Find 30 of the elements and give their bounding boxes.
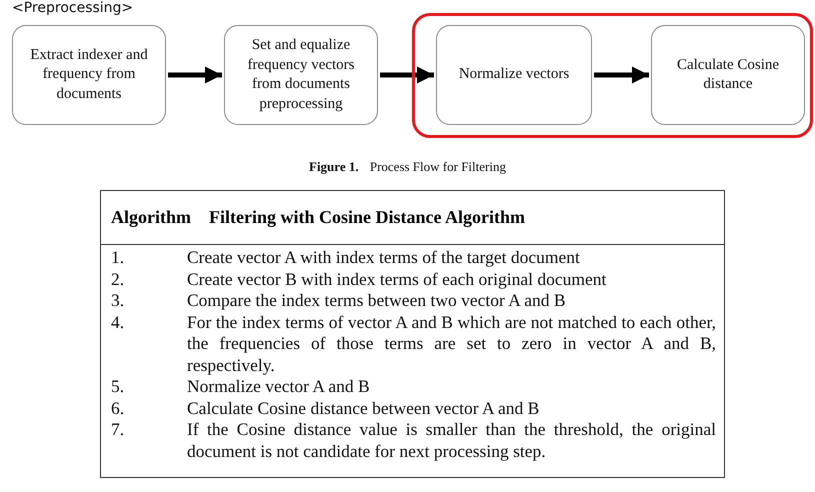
step-text: For the index terms of vector A and B which are not matched to each other, the frequencies of those terms are set to zero in vector A and B, respectively. [187,312,716,376]
step-number: 4. [111,312,126,334]
process-box [224,25,378,125]
highlight-frame [412,13,813,138]
box-label: Extract indexer and frequency from documents [29,46,149,104]
box-label: Normalize vectors [458,65,570,84]
arrow [594,66,649,84]
table-title: Filtering with Cosine Distance Algorithm [209,207,525,228]
table-header: Algorithm [111,207,191,228]
step-number: 2. [111,268,126,290]
arrow [380,66,434,84]
step-number: 7. [111,419,126,441]
figure-caption: Figure 1. Process Flow for Filtering [308,159,507,175]
step-text: Compare the index terms between two vector A and B [187,290,567,312]
process-box [651,25,805,125]
step-text: Calculate Cosine distance between vector A and B [187,398,540,419]
step-text: Create vector A with index terms of the target document [187,247,581,268]
box-label: Set and equalize frequency vectors from documents preprocessing [246,36,356,114]
box-label: Calculate Cosine distance [676,56,780,94]
step-text: If the Cosine distance value is smaller than the threshold, the original document is not candidate for next processing step. [187,419,716,462]
section-label: <Preprocessing> [12,0,134,16]
step-number: 1. [111,247,126,268]
step-text: Normalize vector A and B [187,376,371,398]
process-box [12,25,166,125]
step-number: 3. [111,290,126,312]
arrow [168,66,222,84]
step-number: 5. [111,376,126,398]
step-number: 6. [111,398,126,419]
step-text: Create vector B with index terms of each original document [187,268,608,290]
process-box [436,25,592,125]
